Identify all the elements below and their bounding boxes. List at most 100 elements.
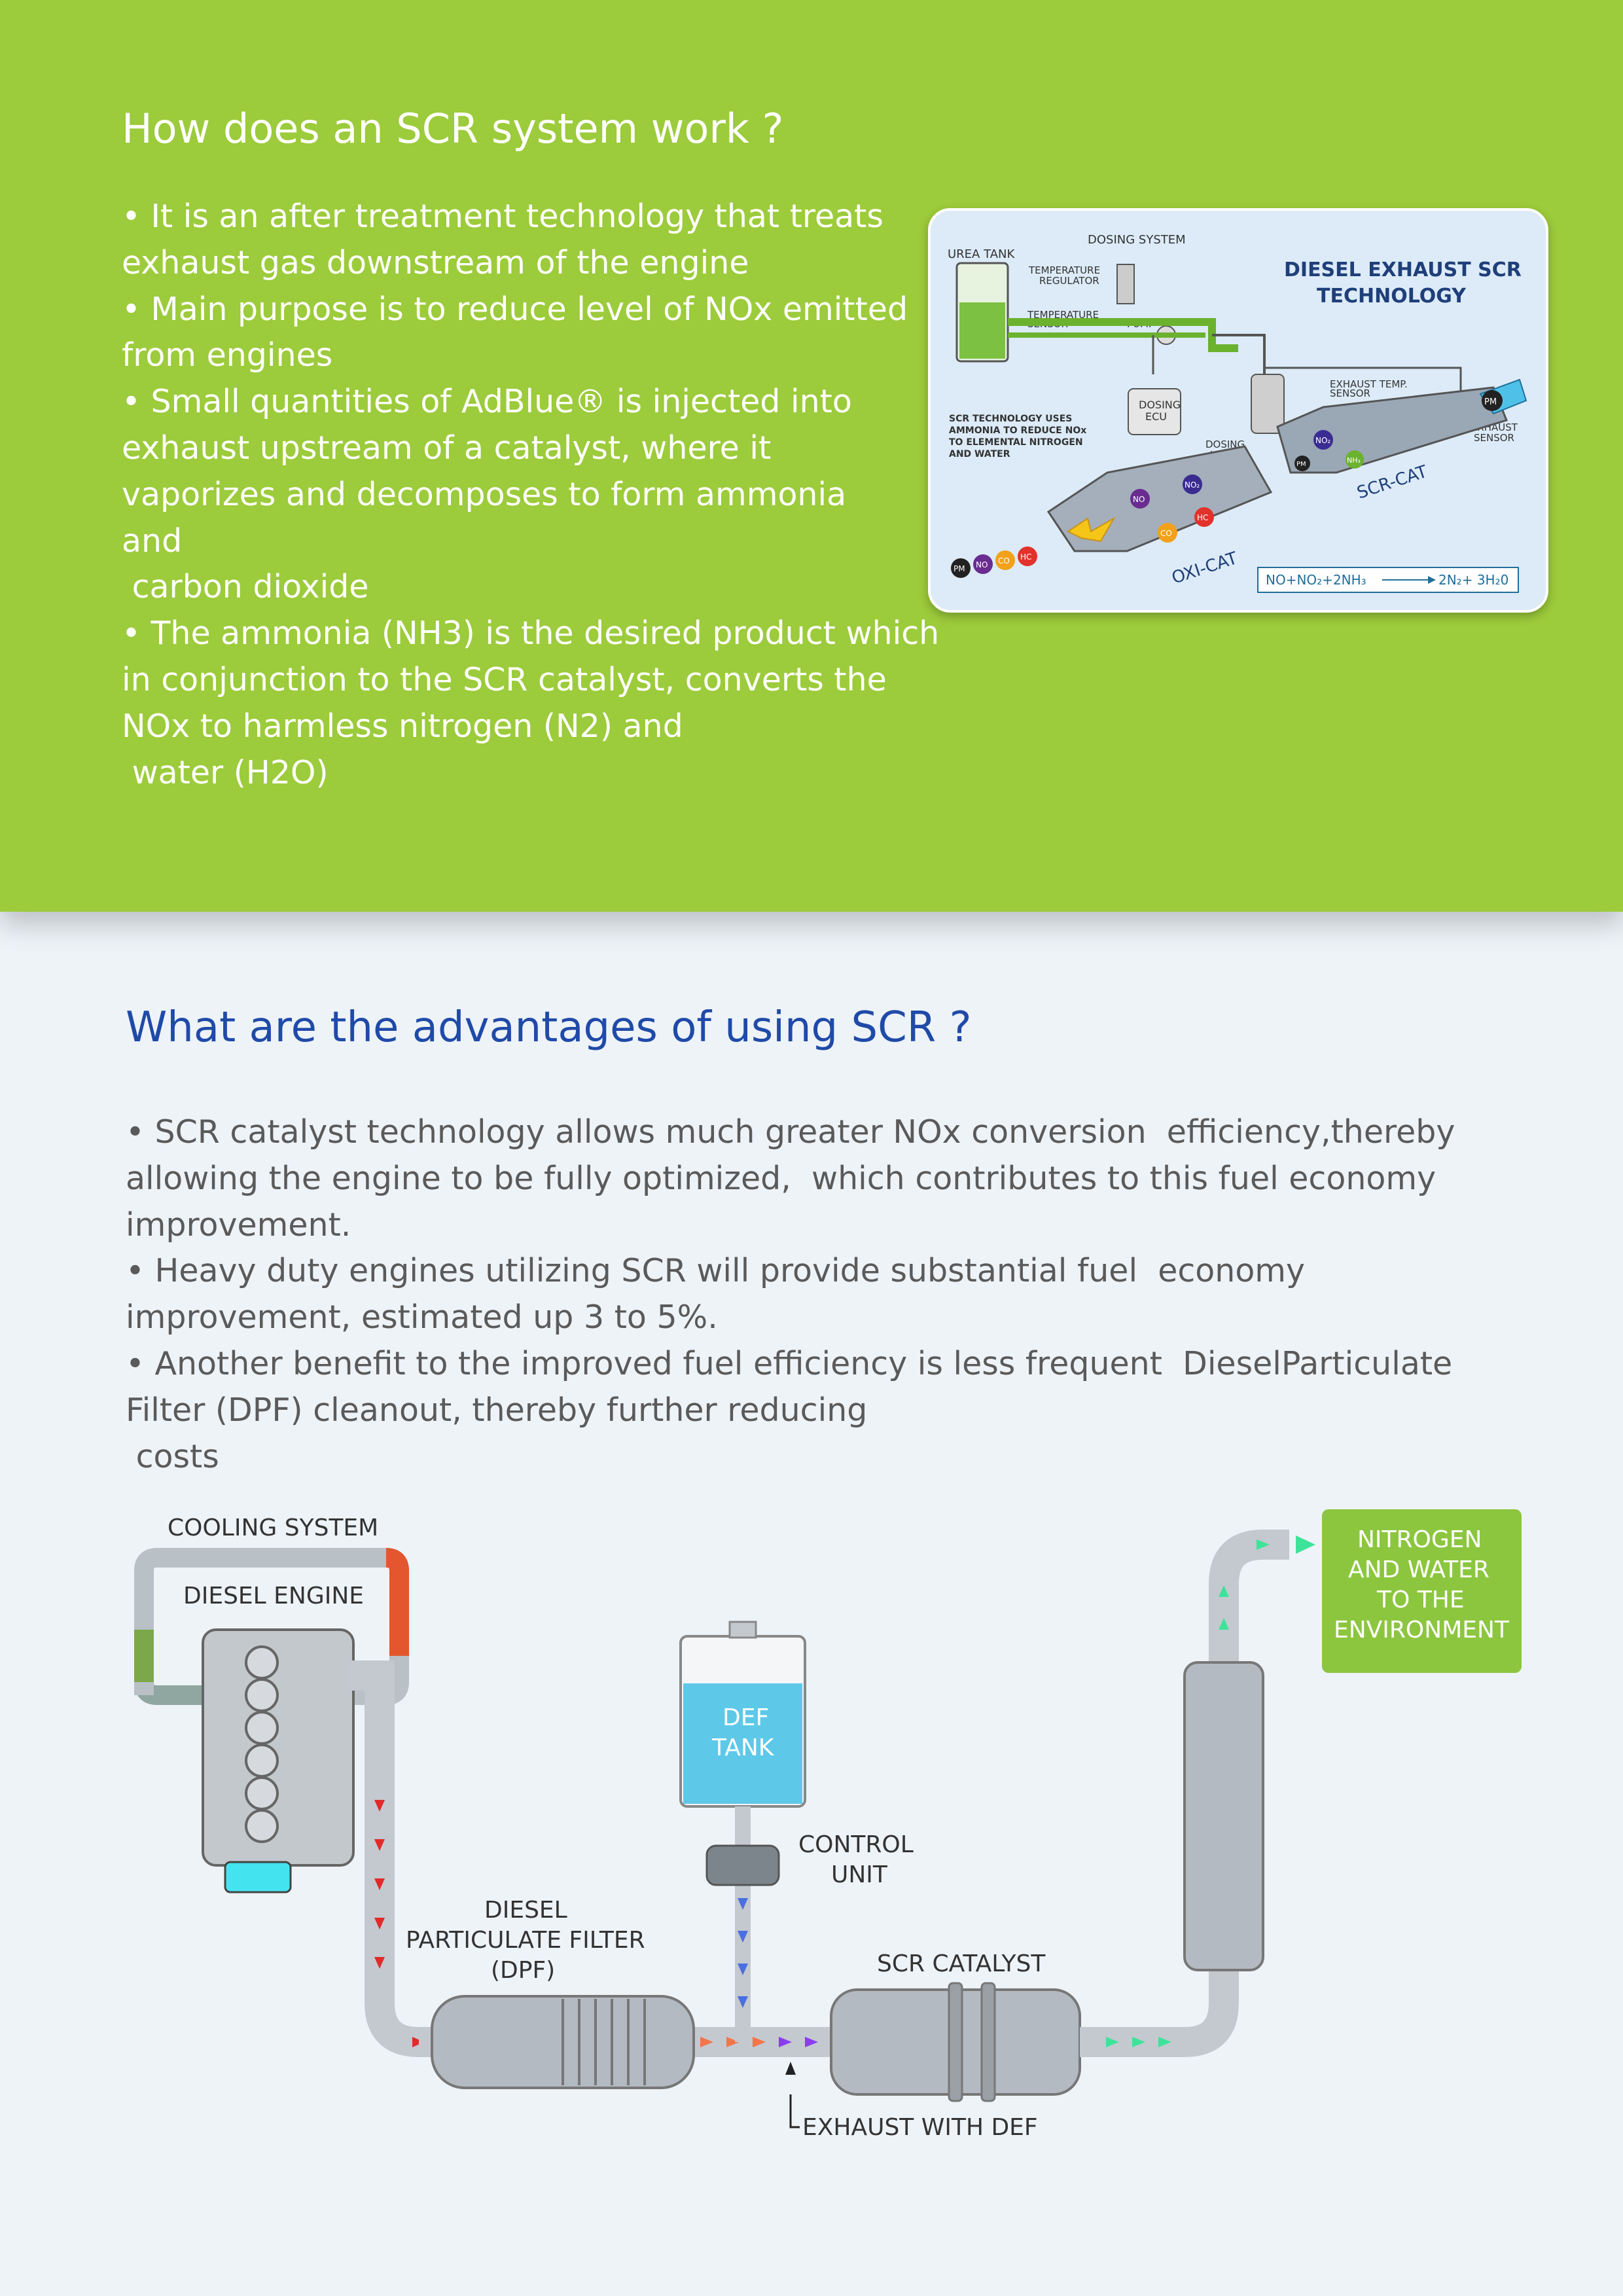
pm-out-bubble	[1482, 390, 1503, 411]
cooling-hot-segment	[385, 1548, 409, 1656]
nitrogen-water-box	[1322, 1509, 1522, 1673]
hc-label-cat: HC	[1197, 513, 1208, 522]
oxi-cat-label: OXI-CAT	[1169, 548, 1240, 588]
control-unit-label-2: UNIT	[831, 1861, 888, 1888]
scr-catalyst-band	[948, 1982, 963, 2102]
diesel-engine-label: DIESEL ENGINE	[183, 1583, 364, 1609]
nitrogen-label-1: NITROGEN	[1357, 1526, 1482, 1553]
nh3-bubble	[1346, 450, 1364, 469]
clean-exhaust-arrows	[1106, 1535, 1315, 2047]
scr-catalyst-label: SCR CATALYST	[877, 1950, 1046, 1977]
muffler	[1183, 1661, 1264, 1971]
nh3-label: NH₃	[1347, 456, 1361, 465]
dpf-fins	[562, 1999, 646, 2085]
no-label-cat: NO	[1133, 495, 1145, 504]
temp-regulator-label-2: REGULATOR	[1039, 275, 1099, 287]
dosing-valve-shape	[1251, 374, 1285, 434]
co-bubble-cat	[1158, 523, 1177, 543]
co-label-cat: CO	[1160, 529, 1172, 538]
bullet-item: • It is an after treatment technology th…	[122, 198, 894, 281]
def-tank-fluid	[683, 1683, 802, 1804]
hc-label: HC	[1020, 552, 1031, 562]
section-title-how-scr-works: How does an SCR system work ?	[122, 105, 784, 152]
scr-catalyst-band	[980, 1982, 996, 2102]
hc-bubble	[1018, 547, 1037, 566]
filtered-exhaust-arrows	[700, 2037, 766, 2047]
exhaust-flow-diagram: COOLING SYSTEM DIESEL ENGINE DIESEL	[105, 1499, 1544, 2166]
control-unit-label-1: CONTROL	[798, 1831, 914, 1858]
exhaust-inlet-arrow	[1067, 516, 1116, 543]
dpf-label-3: (DPF)	[491, 1957, 555, 1984]
def-tank-label-1: DEF	[722, 1704, 769, 1731]
exhaust-sensor-label-2: SENSOR	[1474, 432, 1514, 444]
scr-cat-body	[1276, 386, 1508, 474]
bullet-item: • The ammonia (NH3) is the desired produ…	[122, 615, 940, 745]
bullet-item: • Heavy duty engines utilizing SCR will …	[126, 1252, 1315, 1336]
exhaust-temp-label-2: SENSOR	[1330, 387, 1370, 399]
section-title-advantages: What are the advantages of using SCR ?	[126, 1003, 972, 1052]
engine-cylinders	[245, 1645, 279, 1843]
scr-note-line: AMMONIA TO REDUCE NOx	[949, 425, 1086, 436]
exhaust-def-label: EXHAUST WITH DEF	[802, 2114, 1038, 2141]
nitrogen-label-4: ENVIRONMENT	[1334, 1617, 1510, 1643]
temp-sensor-label: TEMPERATURE	[1027, 309, 1099, 321]
co-bubble	[995, 550, 1015, 570]
bullet-item: carbon dioxide	[122, 568, 369, 606]
scr-cat-label: SCR-CAT	[1355, 462, 1430, 503]
urea-tank-fluid	[959, 302, 1005, 359]
diagram-title-line1: DIESEL EXHAUST SCR	[1284, 259, 1522, 281]
dosing-ecu-shape	[1128, 388, 1181, 435]
equation-right: 2N₂+ 3H₂0	[1438, 572, 1508, 588]
temp-regulator-label: TEMPERATURE	[1028, 264, 1100, 276]
pm-bubble	[951, 558, 971, 578]
equation-left: NO+NO₂+2NH₃	[1266, 572, 1366, 588]
co-label: CO	[998, 556, 1010, 565]
hc-bubble-cat	[1194, 507, 1214, 527]
cooling-system-label: COOLING SYSTEM	[168, 1515, 378, 1541]
dosing-system-label: DOSING SYSTEM	[1088, 233, 1186, 247]
bullet-item: costs	[126, 1437, 219, 1475]
engine-sump	[224, 1861, 292, 1893]
hot-exhaust-arrows	[374, 1800, 424, 2047]
no-label: NO	[976, 560, 988, 569]
bullet-item: • Main purpose is to reduce level of NOx…	[122, 290, 918, 374]
bullet-item: • SCR catalyst technology allows much gr…	[126, 1113, 1465, 1244]
scr-technology-illustration: UREA TANK DOSING SYSTEM TEMPERATURE REGU…	[948, 233, 1527, 593]
no2-label-scr: NO₂	[1315, 436, 1330, 445]
exhaust-temp-label: EXHAUST TEMP.	[1330, 378, 1408, 390]
exhaust-flow-illustration: COOLING SYSTEM DIESEL ENGINE DIESEL	[134, 1509, 1522, 2141]
equation-arrowhead	[1428, 576, 1436, 584]
no2-label: NO₂	[1185, 480, 1200, 490]
no2-bubble	[1183, 475, 1202, 494]
signal-line	[1212, 334, 1266, 381]
pm-label: PM	[954, 564, 965, 573]
temp-regulator-shape	[1116, 264, 1135, 304]
def-flow-arrows	[738, 1898, 748, 2008]
bullet-item: • Another benefit to the improved fuel e…	[126, 1344, 1463, 1429]
scr-technology-diagram: UREA TANK DOSING SYSTEM TEMPERATURE REGU…	[928, 208, 1548, 613]
diagram-title-line2: TECHNOLOGY	[1317, 285, 1467, 308]
pm-out-label: PM	[1484, 397, 1497, 407]
def-tank-label-2: TANK	[711, 1734, 775, 1761]
control-unit-shape	[705, 1844, 780, 1886]
nitrogen-label-2: AND WATER	[1348, 1556, 1489, 1583]
scr-note-line: TO ELEMENTAL NITROGEN	[949, 437, 1083, 448]
def-tank-cap	[728, 1621, 757, 1639]
no2-bubble-scr	[1313, 430, 1333, 450]
dosing-ecu-label: DOSING	[1139, 399, 1181, 411]
how-it-works-bullets: • It is an after treatment technology th…	[122, 194, 940, 796]
exhaust-def-pointer	[789, 2094, 800, 2128]
advantages-bullets: • SCR catalyst technology allows much gr…	[126, 1109, 1533, 1480]
engine-exhaust-pipe	[347, 1660, 445, 2057]
no-bubble-cat	[1130, 489, 1150, 509]
dpf-label-2: PARTICULATE FILTER	[406, 1927, 645, 1954]
dosing-ecu-label-2: ECU	[1145, 410, 1167, 423]
scr-note-line: AND WATER	[949, 449, 1010, 459]
exhaust-def-arrowhead	[785, 2062, 796, 2075]
no-bubble	[973, 554, 993, 574]
urea-tank-label: UREA TANK	[948, 247, 1015, 261]
bullet-item: • Small quantities of AdBlue® is injecte…	[122, 383, 863, 560]
pm-bubble-scr	[1294, 456, 1310, 471]
pm-label-scr: PM	[1296, 461, 1306, 468]
nitrogen-label-3: TO THE	[1376, 1587, 1465, 1613]
